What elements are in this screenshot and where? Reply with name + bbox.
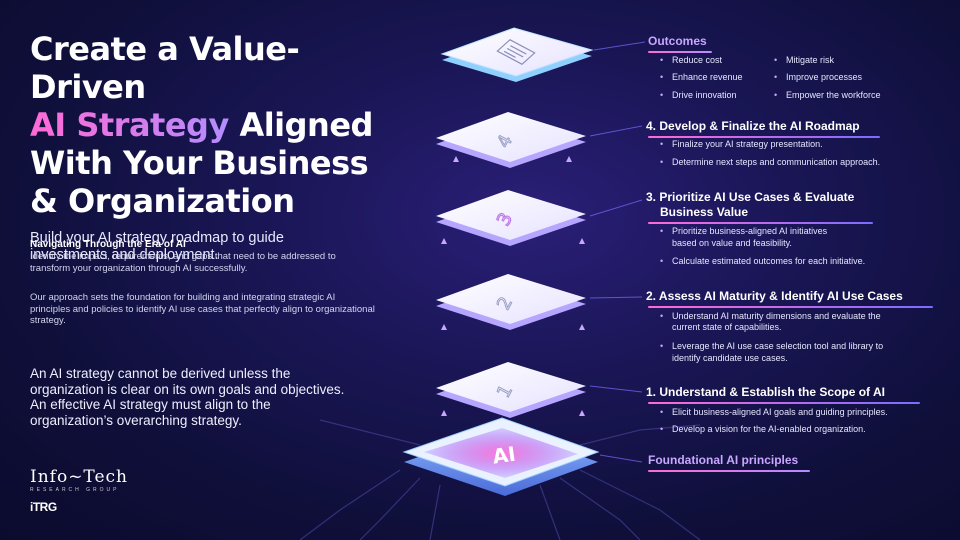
step-1-title: 1. Understand & Establish the Scope of A… [646, 385, 885, 400]
step-4-heading: Develop & Finalize the AI Roadmap [659, 119, 860, 133]
step-2-title: 2. Assess AI Maturity & Identify AI Use … [646, 289, 903, 304]
outcomes-plate [440, 27, 594, 82]
chart-document-icon [496, 39, 536, 65]
step-2-bullet: Understand AI maturity dimensions and ev… [660, 311, 881, 322]
outcome-item: Enhance revenue [660, 72, 743, 83]
intro-panel: Create a Value-Driven AI Strategy Aligne… [30, 30, 390, 264]
outcomes-underline [648, 51, 712, 53]
stack-plate-4: 4 [436, 112, 586, 168]
foundation-underline [648, 470, 810, 472]
stack-plate-2: 2 [436, 274, 586, 330]
ai-base-label: AI [491, 442, 517, 469]
outcome-item: Improve processes [774, 72, 862, 83]
step-3-bullet: Calculate estimated outcomes for each in… [660, 256, 865, 267]
step-2-bullet-cont-text: current state of capabilities. [672, 322, 782, 332]
step-4-underline [648, 136, 880, 138]
step-1-heading: Understand & Establish the Scope of AI [659, 385, 885, 399]
step-3-heading-line-2: Business Value [660, 205, 749, 219]
outcome-item: Reduce cost [660, 55, 722, 66]
connector-lines [589, 41, 646, 463]
step-1-underline [648, 402, 920, 404]
step-4-bullet: Finalize your AI strategy presentation. [660, 139, 823, 150]
step-3-bullet-cont-text: based on value and feasibility. [672, 238, 792, 248]
foundation-title: Foundational AI principles [648, 453, 799, 467]
stack-plate-3: 3 [436, 190, 586, 246]
itrg-logo: iTRG [30, 500, 57, 514]
outcome-item: Empower the workforce [774, 90, 881, 101]
infotech-logo-subtext: RESEARCH GROUP [30, 487, 120, 493]
title-line-4: & Organization [30, 182, 295, 220]
outcome-item: Mitigate risk [774, 55, 834, 66]
approach-text: Our approach sets the foundation for bui… [30, 292, 375, 326]
step-4-title: 4. Develop & Finalize the AI Roadmap [646, 119, 860, 134]
navigating-body: Identify the impact, requirements, and g… [30, 251, 336, 274]
step-3-number: 3. [646, 190, 657, 204]
step-2-heading: Assess AI Maturity & Identify AI Use Cas… [658, 289, 903, 303]
outcome-item: Drive innovation [660, 90, 737, 101]
outcomes-title: Outcomes [648, 34, 707, 48]
step-2-bullet-cont: identify candidate use cases. [660, 353, 788, 364]
ai-base-chip: AI [402, 417, 600, 496]
step-4-bullet: Determine next steps and communication a… [660, 157, 880, 168]
navigating-heading: Navigating Through the Era of AI [30, 239, 186, 250]
step-2-number: 2. [646, 289, 657, 303]
step-3-bullet-cont: based on value and feasibility. [660, 238, 792, 249]
title-line-1: Create a Value-Driven [30, 30, 300, 106]
page-title: Create a Value-Driven AI Strategy Aligne… [30, 30, 390, 220]
title-line-3: With Your Business [30, 144, 369, 182]
title-accent: AI Strategy [30, 106, 229, 144]
stack-plate-1: 1 [436, 362, 586, 418]
step-3-bullet: Prioritize business-aligned AI initiativ… [660, 226, 827, 237]
title-line-2-rest: Aligned [228, 106, 373, 144]
step-4-number: 4. [646, 119, 657, 133]
step-1-bullet: Develop a vision for the AI-enabled orga… [660, 424, 866, 435]
subtitle: Build your AI strategy roadmap to guide … [30, 230, 284, 263]
closing-statement: An AI strategy cannot be derived unless … [30, 366, 345, 428]
step-1-number: 1. [646, 385, 657, 399]
step-2-underline [648, 306, 933, 308]
step-2-bullet-cont: current state of capabilities. [660, 322, 782, 333]
arrow-tips [441, 156, 585, 416]
infotech-logo: Info~Tech [30, 467, 128, 487]
step-1-bullet: Elicit business-aligned AI goals and gui… [660, 407, 888, 418]
step-2-bullet: Leverage the AI use case selection tool … [660, 341, 883, 352]
step-3-heading: Prioritize AI Use Cases & Evaluate [659, 190, 855, 204]
step-2-bullet-cont-text: identify candidate use cases. [672, 353, 788, 363]
step-3-underline [648, 222, 873, 224]
step-3-title: 3. Prioritize AI Use Cases & Evaluate Bu… [646, 190, 854, 220]
